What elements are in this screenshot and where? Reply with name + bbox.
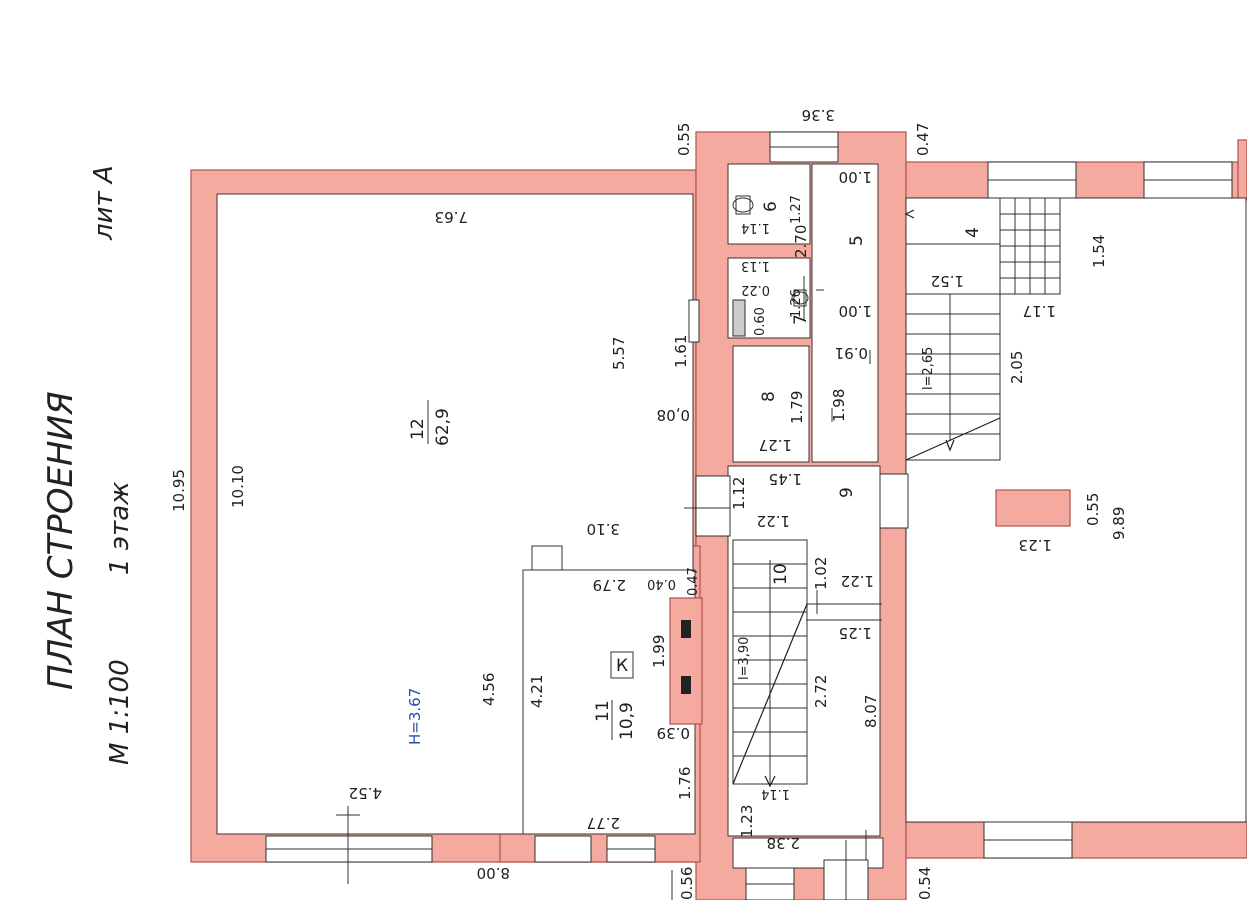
dimension-label: 5.57	[610, 337, 628, 370]
dimension-label: 1.02	[812, 557, 830, 590]
dimension-label: 0.22	[741, 282, 770, 297]
dimension-label: 4.21	[528, 675, 546, 708]
dimension-label: 2.79	[593, 576, 626, 594]
vent-icon	[681, 676, 691, 694]
dimension-label: 0.47	[686, 567, 701, 596]
dimension-label: 1.00	[839, 302, 872, 320]
dimension-label: 10.10	[229, 465, 247, 508]
dimension-label: 1.52	[931, 272, 964, 290]
toilet-icon	[732, 195, 809, 307]
room-12-area: 62,9	[433, 408, 453, 446]
ceiling-height: Н=3.67	[406, 688, 424, 745]
room-12-number: 12	[408, 418, 428, 440]
dimension-label: 0,08	[657, 406, 690, 424]
dimension-label: 1.26	[789, 289, 804, 318]
rooms	[216, 163, 1247, 869]
dimension-label: 10.95	[170, 469, 188, 512]
room-11	[522, 569, 696, 835]
kitchen-mark	[610, 651, 634, 679]
stairs-left	[732, 539, 808, 788]
dimension-label: 1.27	[789, 195, 804, 224]
dimension-label: 1.14	[741, 220, 770, 235]
dimension-label: 2.38	[767, 834, 800, 852]
dimension-label: 1.54	[1090, 235, 1108, 268]
vent-icon	[681, 620, 691, 638]
dimension-ticks	[336, 276, 882, 900]
dimension-label: 1.23	[1019, 536, 1052, 554]
kitchen-mark-label: К	[616, 656, 628, 676]
plan-title: ПЛАН СТРОЕНИЯ	[41, 391, 81, 690]
dimension-label: 3.36	[802, 106, 835, 124]
dimension-label: 1.14	[761, 786, 790, 801]
dimension-label: 0.54	[916, 867, 934, 900]
dimension-label: 4.56	[480, 673, 498, 706]
dimension-label: 1.79	[788, 391, 806, 424]
stair-length-1: l=3,90	[737, 637, 752, 680]
room-8	[732, 345, 810, 463]
dimension-label: 2.05	[1008, 351, 1026, 384]
dimension-label: 0.56	[678, 867, 696, 900]
dimension-label: 1.13	[741, 258, 770, 273]
windows	[265, 131, 1233, 900]
dimension-label: 0.60	[753, 307, 768, 336]
dimension-label: 1.25	[839, 624, 872, 642]
dimensions: 0.55 3.36 0.47 7.63 10.95 10.10 5.57 1.6…	[170, 106, 1128, 900]
room-4-number: 4	[963, 227, 983, 238]
room-5-number: 5	[847, 235, 867, 246]
stair-length-2: l=2,65	[921, 347, 936, 390]
dimension-label: 1.23	[738, 805, 756, 838]
dimension-label: 0.39	[657, 724, 690, 742]
dimension-label: 1.61	[672, 335, 690, 368]
floor-label: 1 этаж	[105, 481, 135, 575]
room-9-number: 9	[837, 487, 857, 498]
room-10-number: 10	[771, 563, 791, 585]
room-11-area: 10,9	[617, 702, 637, 740]
dimension-label: 3.10	[587, 520, 620, 538]
dimension-label: 1.98	[830, 389, 848, 422]
dimension-label: 1.12	[730, 477, 748, 510]
dimension-label: 7.63	[435, 208, 468, 226]
room-6	[727, 163, 811, 245]
chimney	[669, 597, 703, 725]
dimension-label: 1.45	[769, 470, 802, 488]
stairs-right	[904, 197, 1061, 461]
room-5	[811, 163, 879, 463]
dimension-label: 2.70	[792, 225, 810, 258]
dimension-label: 8.00	[477, 864, 510, 882]
dimension-label: 1.17	[1023, 302, 1056, 320]
dimension-label: 0.91	[835, 344, 868, 362]
dimension-label: 9.89	[1110, 507, 1128, 540]
dimension-label: 4.52	[349, 784, 382, 802]
dimension-label: 8.07	[862, 695, 880, 728]
room-6-number: 6	[761, 201, 781, 212]
dimension-label: 0.55	[1084, 493, 1102, 526]
lit-label: лит А	[89, 165, 119, 241]
dimension-label: 1.22	[757, 512, 790, 530]
scale-label: М 1:100	[105, 659, 135, 765]
dimension-label: 1.00	[839, 168, 872, 186]
room-big-right	[905, 197, 1247, 823]
dimension-label: 1.76	[676, 767, 694, 800]
room-9	[727, 465, 881, 837]
dimension-label: 2.72	[812, 675, 830, 708]
room-11-number: 11	[593, 700, 613, 722]
room-7-number: 7	[791, 314, 811, 325]
dimension-label: 1.99	[650, 635, 668, 668]
dimension-label: 2.77	[587, 814, 620, 832]
column	[995, 489, 1071, 527]
room-8-number: 8	[759, 391, 779, 402]
dimension-label: 0.55	[675, 123, 693, 156]
dimension-label: 1.27	[759, 436, 792, 454]
dimension-label: 1.22	[841, 572, 874, 590]
room-labels: 12 62,9 11 10,9 10 9 8 7 6 5 4 Н=3.67 l=…	[406, 201, 983, 745]
dimension-label: 0.47	[914, 123, 932, 156]
dimension-label: 0.40	[647, 576, 676, 591]
